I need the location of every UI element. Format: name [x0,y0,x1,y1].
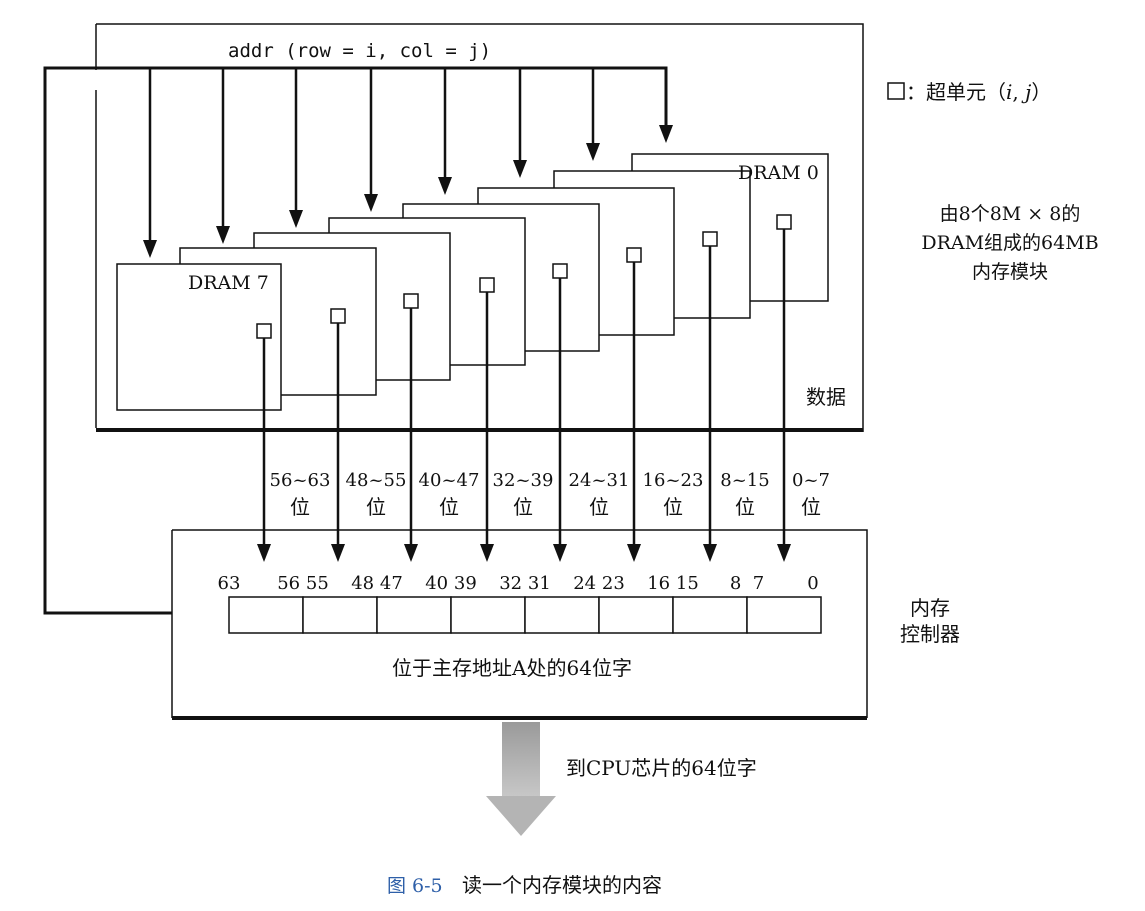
module-description-line-2: DRAM组成的64MB [921,232,1098,254]
memory-module-frame [95,23,864,432]
bus-range-label: 16~23 [643,470,704,491]
supercell-0 [776,214,792,230]
supercell-5 [403,293,419,309]
bus-unit-label: 位 [366,495,386,519]
register-bit-labels: 63 56 55 48 47 40 39 32 31 24 23 16 15 8… [218,573,819,594]
legend-i: i [1006,80,1012,104]
register-byte [228,596,304,634]
supercell-3 [552,263,568,279]
bus-range-label: 24~31 [569,470,630,491]
bit-label: 24 23 [573,573,625,594]
output-label: 到CPU芯片的64位字 [566,756,757,780]
bus-range-label: 32~39 [493,470,554,491]
supercell-legend: ：超单元（i, j） [887,80,1051,104]
bus-unit-label: 位 [290,495,310,519]
bus-range-label: 0~7 [792,470,830,491]
module-description-line-3: 内存模块 [972,261,1048,283]
caption-number: 图 6-5 [387,875,443,897]
bus-range-label: 40~47 [419,470,480,491]
dram-bottom-label: DRAM 7 [188,272,269,294]
output-arrow [486,722,556,836]
controller-label-line-2: 控制器 [900,622,960,646]
bit-label: 63 [218,573,241,594]
dram-chip-7 [116,263,282,411]
svg-text:：超单元（i, j）: ：超单元（i, j） [906,80,1051,104]
bus-range-label: 56~63 [270,470,331,491]
register-byte [450,596,526,634]
bit-label: 40 39 [425,573,477,594]
legend-close: ） [1031,80,1051,104]
figure-caption: 图 6-5 读一个内存模块的内容 [387,873,662,897]
memory-controller: 内存 控制器 [171,529,960,720]
bus-unit-label: 位 [513,495,533,519]
bit-label: 56 55 [277,573,329,594]
supercell-4 [479,277,495,293]
bus-range-label: 8~15 [720,470,769,491]
register-byte [672,596,748,634]
register-byte [524,596,600,634]
register-byte [302,596,378,634]
register-byte [598,596,674,634]
bit-label: 16 15 [647,573,699,594]
bit-label: 48 47 [351,573,403,594]
legend-comma: , [1012,80,1025,104]
addr-label: addr (row = i, col = j) [228,40,491,62]
bit-label: 32 31 [499,573,551,594]
word-register [228,596,822,634]
bus-unit-label: 位 [439,495,459,519]
controller-label-line-1: 内存 [910,596,950,620]
bus-labels: 56~63 位 48~55 位 40~47 位 32~39 位 24~31 位 … [270,470,830,519]
legend-j: j [1021,80,1031,104]
supercell-1 [702,231,718,247]
register-byte [376,596,452,634]
data-label: 数据 [806,385,846,409]
bit-label: 0 [807,573,818,594]
bus-unit-label: 位 [589,495,609,519]
register-byte [746,596,822,634]
dram-top-label: DRAM 0 [738,162,819,184]
caption-text: 读一个内存模块的内容 [462,873,662,897]
address-bus [43,66,673,615]
bus-unit-label: 位 [801,495,821,519]
bus-unit-label: 位 [735,495,755,519]
legend-text: ：超单元（ [906,80,1006,104]
bit-label: 8 7 [730,573,764,594]
data-bus [257,229,791,562]
bus-range-label: 48~55 [346,470,407,491]
module-description-line-1: 由8个8M × 8的 [940,203,1081,225]
supercell-legend-symbol [887,82,905,100]
supercell-2 [626,247,642,263]
bus-unit-label: 位 [663,495,683,519]
supercell-7 [256,323,272,339]
supercell-6 [330,308,346,324]
word-label: 位于主存地址A处的64位字 [392,656,632,680]
module-description: 由8个8M × 8的 DRAM组成的64MB 内存模块 [921,203,1098,283]
supercells [256,214,792,339]
